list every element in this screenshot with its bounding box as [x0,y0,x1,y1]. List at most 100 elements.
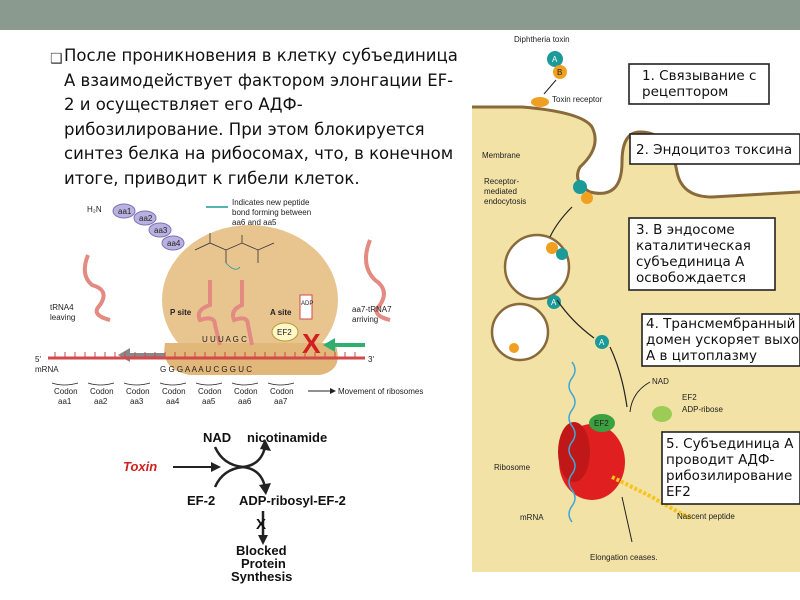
codon-5-top: Codon [198,387,222,396]
elongation-arrow [621,496,633,543]
step-4-box: 4. Трансмембранный домен ускоряет выход … [641,313,800,367]
binding-arrow [543,79,557,95]
codon-3-bot: aa3 [130,397,144,406]
aa1-label: aa1 [118,207,132,216]
nicotinamide-label: nicotinamide [247,430,327,445]
codon-4-top: Codon [162,387,186,396]
step-5-line3: рибозилирование [666,468,792,484]
mrna-sequence: G G G A A A U C G G U C [160,365,252,374]
toxin-label: Toxin [123,459,157,474]
release-arrow [556,299,595,339]
bullet-text: После проникновения в клетку субъединица… [64,46,458,188]
step-3-line3: субъединица А [636,254,745,270]
reaction-arc-top [213,446,267,469]
adp-ribose-shape [652,406,672,422]
nascent-peptide-label: Nascent peptide [677,512,735,521]
mrna-label: mRNA [35,365,59,374]
toxin-a-letter: A [552,55,558,64]
trna-arriving-line2: arriving [352,315,378,324]
ef2-label: EF2 [277,328,292,337]
step-3-line4: освобождается [636,270,746,286]
codon-2-bot: aa2 [94,397,108,406]
nad-label: NAD [203,430,231,445]
five-prime-label: 5' [35,355,41,364]
step-5-line2: проводит АДФ- [666,452,775,468]
diphtheria-toxin-label: Diphtheria toxin [514,35,570,44]
trna-p-site [196,280,222,346]
blocked-line2: Protein [241,556,286,571]
nascent-peptide [611,475,693,521]
adp-box [299,294,313,320]
cell-membrane [472,105,800,199]
legend-line3: aa6 and aa5 [232,218,277,227]
title-bar [0,0,800,30]
trna-a-site [231,280,254,346]
trna-leaving-line2: leaving [50,313,75,322]
reaction-arrowhead-top [260,439,271,451]
blocked-line3: Synthesis [231,569,292,584]
legend-line2: bond forming between [232,208,311,217]
blocked-line1: Blocked [236,543,287,558]
codon-3-top: Codon [126,387,150,396]
ribosome-translation-figure: H₂N aa1 aa2 aa3 aa4 Indicates new peptid… [35,198,423,406]
peptide-bond-structure [194,233,275,270]
anticodon-sequence: U U U A G C [202,335,247,344]
reaction-scheme: NAD nicotinamide Toxin EF-2 ADP-ribosyl-… [123,430,346,584]
endosome-2 [490,302,550,362]
checkbox-bullet-icon: ❑ [50,51,63,67]
step-1-line1: 1. Связывание с [642,68,756,84]
step-5-line1: 5. Субъединица А [666,436,794,452]
ef2-on-ribosome [589,414,615,432]
three-prime-label: 3' [368,355,374,364]
mrna-path-label: mRNA [520,513,544,522]
to-ef2-arrow [609,346,628,408]
codon-7-top: Codon [270,387,294,396]
ef2-right-label: EF2 [682,393,697,402]
codon-6-bot: aa6 [238,397,252,406]
step-5-box: 5. Субъединица А проводит АДФ- рибозилир… [661,431,800,505]
aa2-bead [133,210,157,226]
step-4-line3: А в цитоплазму [646,348,757,364]
mrna-ticks [54,352,356,358]
rme-line3: endocytosis [484,197,526,206]
rme-line1: Receptor- [484,177,519,186]
codon-1-bot: aa1 [58,397,72,406]
aa3-bead [148,222,172,238]
trna-arriving [364,239,391,322]
released-a-1 [547,295,561,309]
trna-leaving-line1: tRNA4 [50,303,74,312]
blocked-cross: X [256,516,266,533]
trna-leaving [82,254,111,322]
aa2-label: aa2 [139,214,153,223]
bullet-paragraph: ❑ После проникновения в клетку субъедини… [50,44,458,191]
step-4-line1: 4. Трансмембранный [646,316,795,332]
membrane-label: Membrane [482,151,521,160]
a-site-label: A site [270,308,292,317]
codon-7-bot: aa7 [274,397,288,406]
released-a2-letter: A [599,338,605,347]
aa3-label: aa3 [154,226,168,235]
toxin-a-subunit [547,51,563,67]
endosome1-a [556,248,568,260]
step-1-line2: рецептором [642,84,728,100]
ef2-on-ribosome-label: EF2 [594,419,609,428]
blocked-arrowhead [258,535,268,545]
aa4-label: aa4 [167,239,181,248]
endocytosed-a [573,180,587,194]
codon-1-top: Codon [54,387,78,396]
adp-ribose-label: ADP-ribose [682,405,723,414]
polypeptide-chain: H₂N aa1 aa2 aa3 aa4 [87,203,185,251]
aa4-bead [161,235,185,251]
step-4-line2: домен ускоряет выход [646,332,800,348]
toxin-pathway-diagram: Diphtheria toxin Toxin receptor Membrane… [472,35,800,572]
h2n-label: H₂N [87,205,102,214]
endosome-1 [503,233,571,301]
adp-ribosyl-ef2-label: ADP-ribosyl-EF-2 [239,493,346,508]
elongation-label: Elongation ceases. [590,553,658,562]
p-site-label: P site [170,308,192,317]
rme-line2: mediated [484,187,517,196]
codon-2-top: Codon [90,387,114,396]
codon-4-bot: aa4 [166,397,180,406]
movement-label: Movement of ribosomes [338,387,423,396]
toxin-receptor [531,97,549,107]
